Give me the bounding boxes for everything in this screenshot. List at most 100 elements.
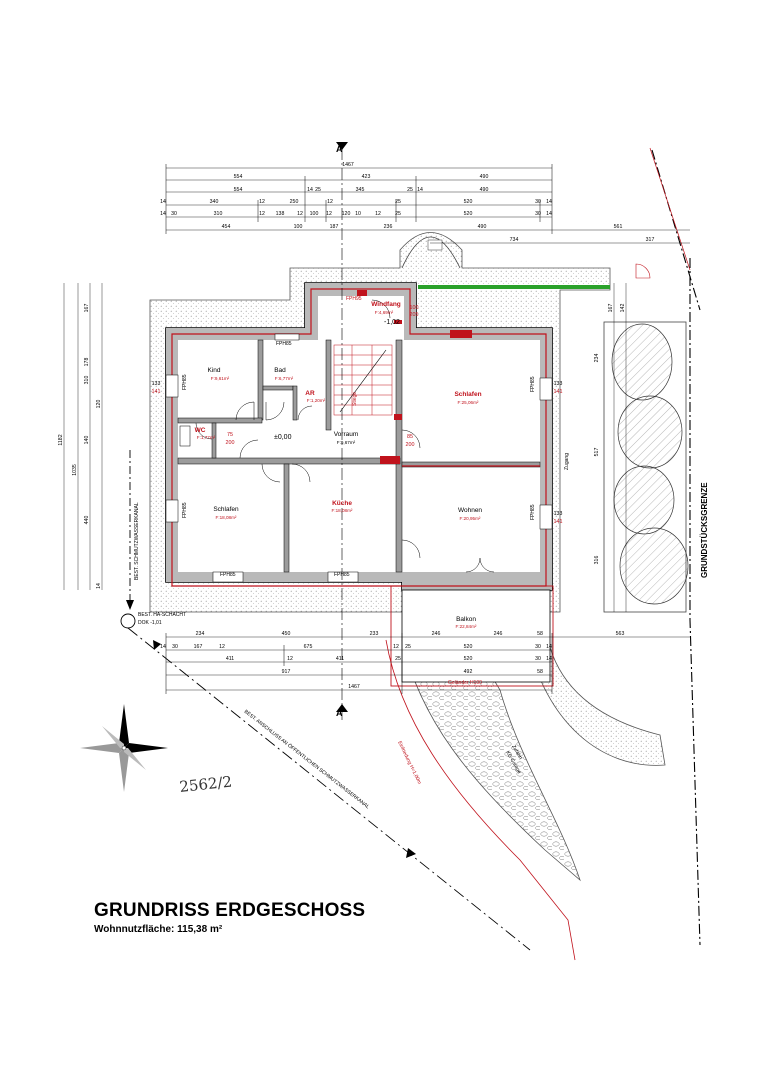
level-ground: ±0,00 [274,434,292,441]
property-boundary [651,149,701,946]
section-marker: A [336,144,343,154]
access-label: Zugang [564,453,570,470]
room-name: Bad [274,367,286,374]
dim: 561 [614,224,623,230]
room-area: F:9,61m² [211,376,230,381]
fence-label: Einfriedung H=1,00m [396,740,422,785]
room-area: F:20,95m² [460,516,481,521]
dim: 133 [152,381,161,387]
dim: 734 [510,237,519,243]
door-swings [195,299,495,573]
window-side-code: FPH85 [182,502,188,518]
dim: 14 [546,644,552,650]
dim: 1182 [58,434,64,445]
dim: 133 [554,381,563,387]
window-side-code: FPH85 [182,374,188,390]
sewer-shaft [120,613,136,629]
room-name: WC [195,427,206,434]
room-area: F:25,06m² [458,400,479,405]
dim: 520 [464,199,473,205]
dim: 14 [160,211,166,217]
dim: 12 [259,211,265,217]
dim: 30 [172,644,178,650]
room-area: F:1,77m² [197,435,216,440]
dim: 30 [535,199,541,205]
hedge-trees [603,321,689,613]
dim: 12 [326,211,332,217]
dim: 450 [282,631,291,637]
dim: 246 [432,631,441,637]
dim: 12 [297,211,303,217]
room-area: F:22,84m² [456,624,477,629]
dim: 14 [96,583,102,589]
flow-arrow [406,848,416,858]
building [165,282,553,591]
dim: 120 [96,400,102,409]
dim: 30 [535,656,541,662]
dimension-ticks [165,164,553,694]
dim: 236 [384,224,393,230]
room-area: F:18,08m² [216,515,237,520]
room-name: Küche [332,500,352,507]
dim: 440 [84,516,90,525]
dim: 12 [219,644,225,650]
dim: 490 [478,224,487,230]
dim: 310 [214,211,223,217]
dim: 12 [375,211,381,217]
dim: 30 [535,644,541,650]
dim: 140 [84,436,90,445]
room-area: F:1,20m² [307,398,326,403]
dim: 14 [546,199,552,205]
dim: 454 [222,224,231,230]
dim: 167 [608,304,614,313]
boundary-red [649,147,691,271]
dim: 30 [171,211,177,217]
dim: 340 [210,199,219,205]
room-area: F:6,77m² [275,376,294,381]
dim: 234 [196,631,205,637]
gate [635,263,651,279]
dim: 490 [480,174,489,180]
dim: 517 [594,448,600,457]
room-name: Schlafen [213,506,239,513]
dim: 200 [406,442,415,448]
balcony [390,585,554,687]
dim: 133 [554,511,563,517]
shaft-label: BEST. HA-SCHACHT [138,612,186,618]
north-arrow-icon [80,704,168,792]
room-name: Windfang [371,301,401,308]
dim: 25 [395,656,401,662]
dim: 200 [226,440,235,446]
window-code: FPH85 [220,572,236,578]
dim: 250 [290,199,299,205]
dimension-lines [63,167,690,691]
dim: 411 [336,656,344,662]
room-name: AR [305,390,315,397]
window-side-code: FPH85 [530,376,536,392]
dim: 12 [287,656,293,662]
dim: 187 [330,224,339,230]
dim: 10 [355,211,361,217]
dim: 14 [546,211,552,217]
window-code: FPH85 [276,341,292,347]
room-area: F:4,69m² [375,310,394,315]
dim: 14 [160,644,166,650]
dim-bottom-total: 1467 [348,684,360,690]
dim: 58 [537,631,543,637]
boundary-label: GRUNDSTÜCKSGRENZE [700,482,709,578]
dim: 138 [276,211,285,217]
dim: 554 [234,174,243,180]
sewer-line [127,450,531,951]
dim: 234 [594,354,600,363]
dim: 14 [546,656,552,662]
room-name: Kind [207,367,220,374]
dim: 141 [152,389,161,395]
dim: 30 [535,211,541,217]
dim: 520 [464,644,473,650]
dim: 14 [417,187,423,193]
room-name: Wohnen [458,507,482,514]
dim: 12 [393,644,399,650]
page-subtitle: Wohnnutzfläche: 115,38 m² [94,924,223,935]
dim: 520 [464,211,473,217]
